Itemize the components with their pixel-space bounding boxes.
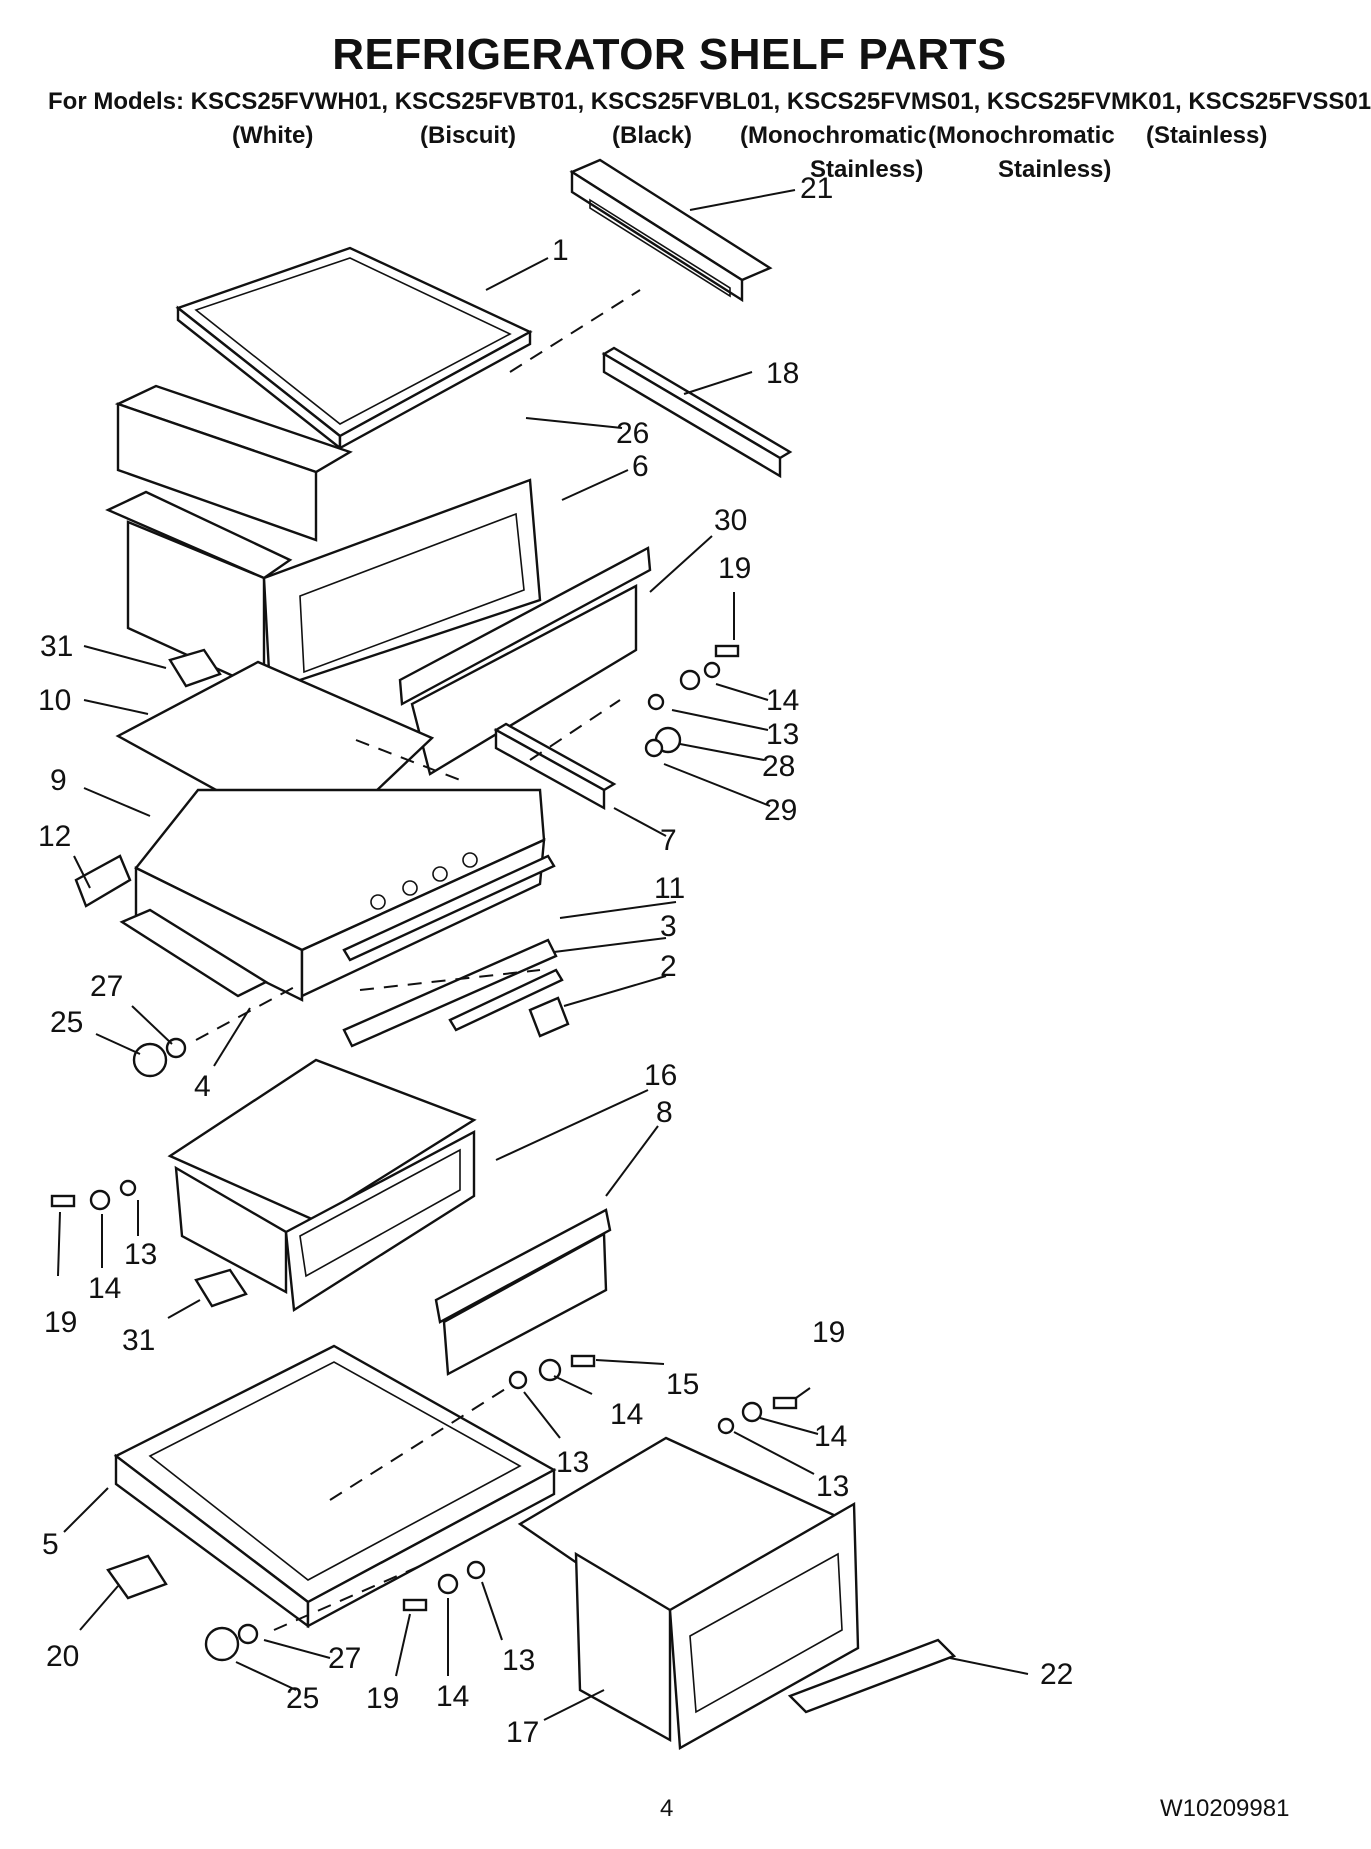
callout-14-b: 14	[88, 1272, 121, 1305]
leader-lines	[57, 189, 1029, 1721]
part-12-bracket	[74, 854, 132, 908]
variant-white: (White)	[232, 122, 314, 149]
part-1-glass-shelf	[175, 246, 533, 451]
callout-27-a: 27	[90, 970, 123, 1003]
callout-11: 11	[654, 872, 685, 905]
part-22-handle	[787, 1638, 957, 1714]
variant-biscuit: (Biscuit)	[420, 122, 516, 149]
callout-13-d: 13	[816, 1470, 849, 1503]
part-17-deli-drawer	[517, 1436, 860, 1750]
variant-stainless-line2-1: Stainless)	[810, 156, 924, 183]
callout-19-c: 19	[812, 1316, 845, 1349]
part-20-cap	[106, 1554, 168, 1600]
callout-30: 30	[714, 504, 747, 537]
hardware-fasteners	[50, 644, 798, 1612]
callout-31-a: 31	[40, 630, 73, 663]
callout-25-b: 25	[286, 1682, 319, 1715]
callout-16: 16	[644, 1059, 677, 1092]
variant-black: (Black)	[612, 122, 693, 149]
callout-15: 15	[666, 1368, 699, 1401]
part-25-27-roller-lower	[204, 1623, 259, 1662]
callout-8: 8	[656, 1096, 673, 1129]
assembly-dashed-lines	[195, 289, 641, 1631]
callout-1: 1	[552, 234, 569, 267]
callout-29: 29	[764, 794, 797, 827]
callout-4: 4	[194, 1070, 211, 1103]
callout-27-b: 27	[328, 1642, 361, 1675]
callout-14-c: 14	[610, 1398, 643, 1431]
callout-18: 18	[766, 357, 799, 390]
callout-25-a: 25	[50, 1006, 83, 1039]
part-4-rail	[119, 908, 269, 998]
callout-9: 9	[50, 764, 67, 797]
callout-19-b: 19	[44, 1306, 77, 1339]
callout-22: 22	[1040, 1658, 1073, 1691]
variant-stainless-line2-2: Stainless)	[998, 156, 1112, 183]
part-7-drawer-slide	[493, 722, 617, 811]
variant-monochromatic-2: (Monochromatic	[928, 122, 1115, 149]
callout-7: 7	[660, 824, 677, 857]
callout-17: 17	[506, 1716, 539, 1749]
callout-14-e: 14	[436, 1680, 469, 1713]
callout-13-e: 13	[502, 1644, 535, 1677]
part-3-light-bar	[342, 938, 558, 1048]
part-21-rail-assembly	[569, 158, 773, 303]
part-25-27-roller-upper	[132, 1037, 187, 1078]
callout-26: 26	[616, 417, 649, 450]
callout-14-d: 14	[814, 1420, 847, 1453]
callout-13-c: 13	[556, 1446, 589, 1479]
part-31-clip-lower	[194, 1268, 248, 1308]
exploded-parts-diagram: 1 21 18 26 6 30 19 14 13 28 29 7 31 10 9…	[38, 158, 1073, 1750]
document-number: W10209981	[1160, 1795, 1290, 1822]
part-30-drawer-cover	[398, 546, 652, 776]
callout-12: 12	[38, 820, 71, 853]
callout-21: 21	[800, 172, 833, 205]
callout-3: 3	[660, 910, 677, 943]
callout-5: 5	[42, 1528, 59, 1561]
part-31-clip-upper	[168, 648, 222, 688]
page-number: 4	[660, 1795, 674, 1822]
part-5-lower-shelf	[113, 1344, 557, 1629]
callout-13-b: 13	[124, 1238, 157, 1271]
callout-19-a: 19	[718, 552, 751, 585]
callout-31-b: 31	[122, 1324, 155, 1357]
part-6-upper-drawer	[105, 478, 542, 692]
variant-monochromatic-1: (Monochromatic	[740, 122, 927, 149]
callout-6: 6	[632, 450, 649, 483]
callout-14-a: 14	[766, 684, 799, 717]
part-8-drawer-front	[434, 1208, 612, 1376]
page-title: REFRIGERATOR SHELF PARTS	[332, 30, 1007, 79]
models-line: For Models: KSCS25FVWH01, KSCS25FVBT01, …	[48, 88, 1371, 115]
part-11-rail	[342, 854, 556, 962]
callout-2: 2	[660, 950, 677, 983]
part-26-shelf-frame	[114, 384, 353, 542]
callout-19-d: 19	[366, 1682, 399, 1715]
part-16-lower-drawer	[167, 1058, 477, 1313]
callout-20: 20	[46, 1640, 79, 1673]
part-18-slide-rail	[601, 346, 793, 479]
callout-13-a: 13	[766, 718, 799, 751]
part-2-support	[448, 968, 570, 1038]
callout-28: 28	[762, 750, 795, 783]
variant-stainless: (Stainless)	[1146, 122, 1268, 149]
callout-10: 10	[38, 684, 71, 717]
